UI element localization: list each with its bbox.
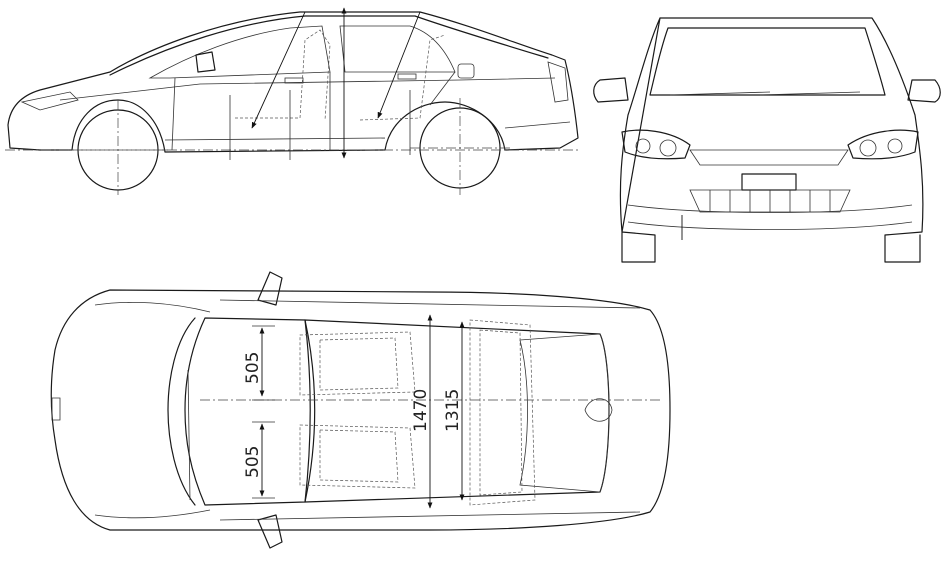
side-view (5, 7, 580, 195)
dim-label-1470: 1470 (411, 389, 431, 432)
top-trunk-emblem (584, 398, 613, 422)
side-mirror (195, 51, 216, 73)
side-rear-headroom (377, 11, 421, 119)
front-mirror-right (907, 79, 941, 103)
front-headlamp-left-inner (635, 138, 651, 154)
front-headlamp-right-outer (859, 139, 877, 157)
dim-label-1315: 1315 (443, 389, 463, 432)
top-hood-line (167, 317, 196, 506)
side-vertical-markers (229, 90, 411, 160)
front-headlamp-left-outer (659, 139, 677, 157)
front-grille (689, 149, 849, 166)
side-rear-wheel-centerline (410, 98, 512, 195)
side-headlight (20, 91, 79, 111)
top-view: 505 505 1470 1315 (50, 271, 671, 549)
side-belt-line (59, 77, 556, 101)
side-front-wheel-centerline (68, 100, 170, 195)
side-rear-window (339, 25, 456, 73)
side-lower-line (504, 121, 571, 129)
side-front-handle (284, 77, 304, 84)
top-hood-crease-bottom (94, 509, 211, 519)
top-wiper (187, 369, 191, 501)
side-fuel-cap (457, 63, 475, 79)
top-body-outline (50, 289, 671, 531)
top-mirror-upper (257, 271, 283, 306)
top-dim-extension (252, 325, 275, 499)
top-front-seat-upper (299, 331, 416, 396)
side-taillight (547, 61, 569, 103)
side-rear-handle (397, 73, 417, 80)
side-roof-line (109, 15, 549, 76)
front-lower-intake (689, 189, 851, 213)
side-body-outline (7, 11, 579, 153)
side-front-window (148, 25, 331, 79)
dim-label-505-lower: 505 (243, 446, 263, 478)
side-rear-door (429, 71, 456, 106)
top-mirror-lower (257, 514, 283, 549)
front-bumper-lower (627, 221, 913, 230)
side-front-door (171, 72, 331, 151)
front-headlamp-right-inner (887, 138, 903, 154)
top-rear-seat (469, 319, 536, 506)
front-windshield (649, 27, 886, 96)
dim-label-505-upper: 505 (243, 352, 263, 384)
front-headlight-right (847, 129, 919, 160)
top-hood-crease-top (94, 301, 211, 313)
side-sill-line (164, 137, 386, 141)
side-rear-seat (359, 34, 446, 121)
top-side-line-lower (219, 511, 641, 521)
side-front-headroom (251, 11, 306, 129)
front-wiper (669, 91, 861, 96)
front-view (593, 17, 941, 263)
front-headlight-left (621, 129, 691, 160)
top-front-badge (51, 397, 61, 421)
top-rear-window (519, 333, 610, 493)
top-side-line-upper (219, 299, 641, 309)
top-front-seat-lower (299, 424, 416, 489)
front-bumper-line (627, 204, 913, 213)
front-body-outline (619, 17, 924, 263)
front-mirror-left (593, 77, 629, 103)
front-license-plate (741, 173, 797, 191)
side-front-seat (235, 29, 331, 121)
